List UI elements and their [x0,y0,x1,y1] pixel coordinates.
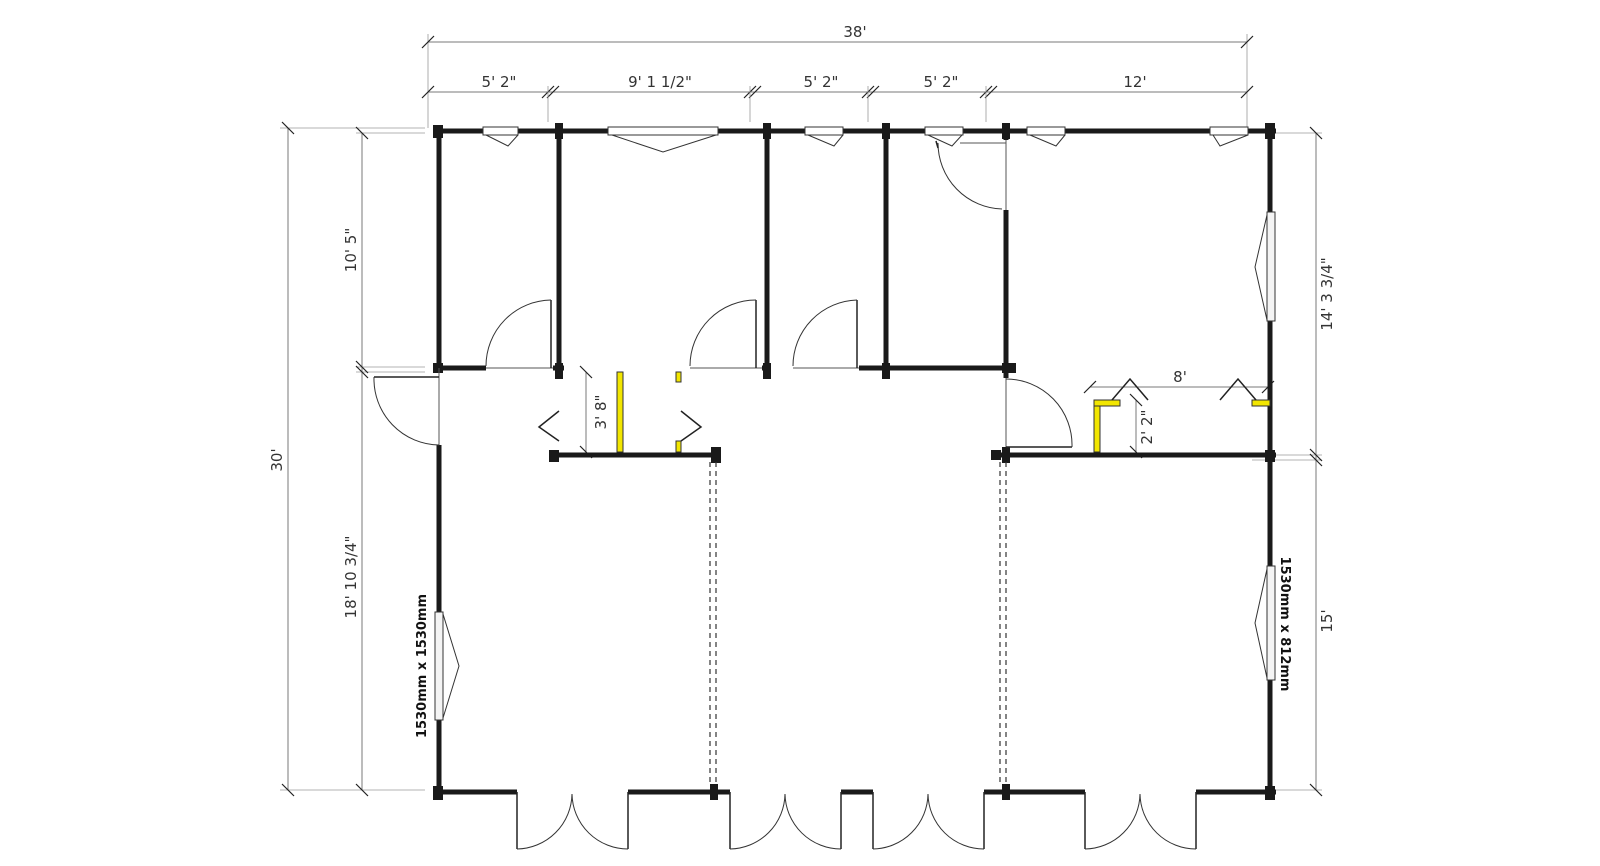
dim-left-lower: 18' 10 3/4" [342,536,360,619]
right-window-size-label: 1530mm x 812mm [1277,557,1292,692]
dim-top-segment-3: 5' 2" [804,73,839,91]
dim-top-segment-2: 9' 1 1/2" [628,73,692,91]
dim-top-segment-1: 5' 2" [482,73,517,91]
dim-alcove-depth: 2' 2" [1138,410,1156,445]
dimension-lines [280,34,1323,797]
doors [373,140,1197,850]
windows [434,126,1276,721]
wall-posts [433,123,1275,800]
walls [433,128,1276,795]
closet-fixtures [537,371,1271,453]
dim-left-upper: 10' 5" [342,228,360,272]
dim-closet-depth: 3' 8" [592,395,610,430]
dim-alcove-width: 8' [1173,368,1187,386]
dim-right-upper: 14' 3 3/4" [1318,257,1336,330]
dim-overall-width: 38' [843,23,866,41]
dim-top-segment-4: 5' 2" [924,73,959,91]
dim-top-segment-5: 12' [1123,73,1146,91]
dim-right-lower: 15' [1318,609,1336,632]
opening-lines [438,140,1007,447]
left-window-size-label: 1530mm x 1530mm [415,594,430,738]
dim-overall-depth: 30' [268,448,286,471]
